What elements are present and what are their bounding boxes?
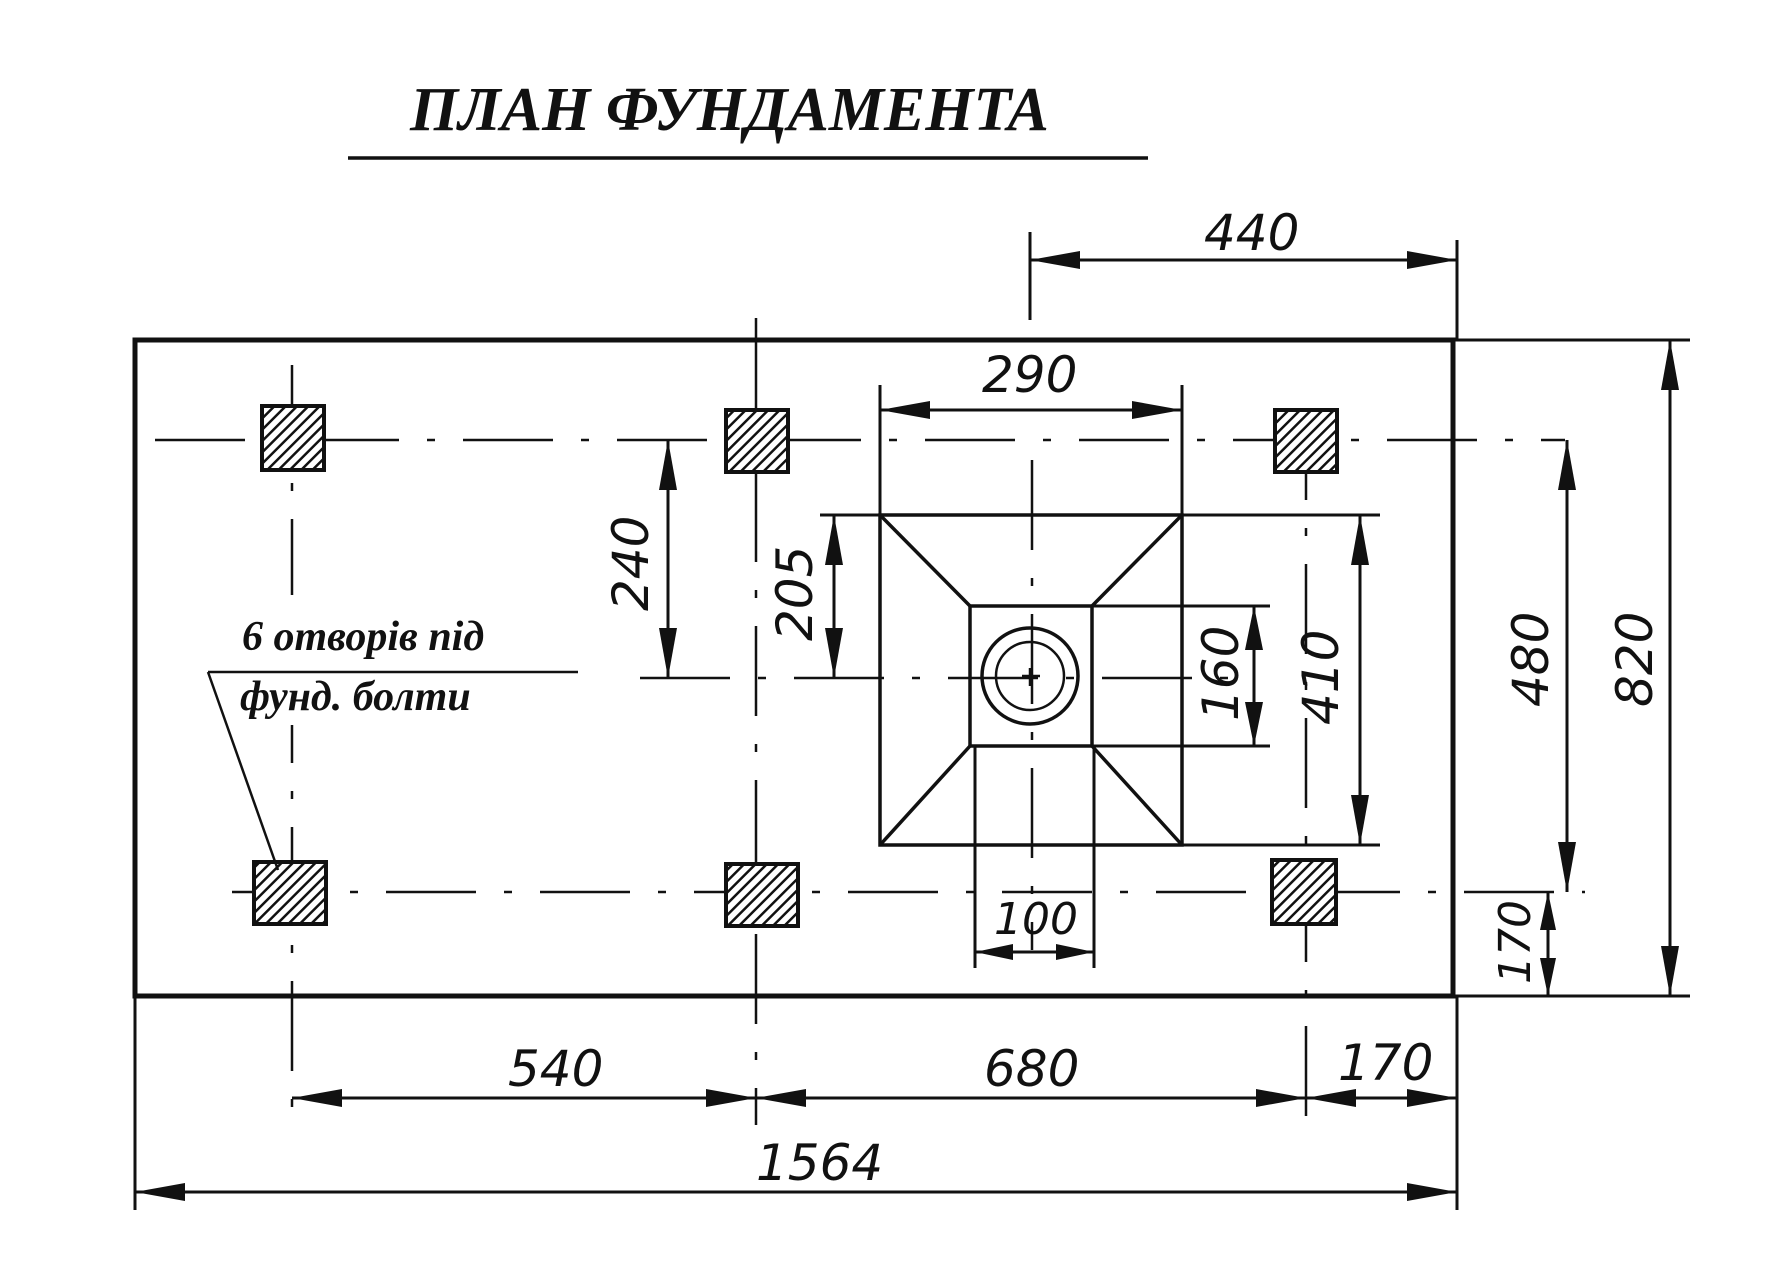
dim-290: 290 <box>878 346 1184 515</box>
dim-205: 205 <box>766 513 880 678</box>
pit-pipe-inner <box>994 640 1066 712</box>
arrowhead <box>975 944 1013 960</box>
dim-label: 160 <box>1192 626 1250 721</box>
arrowhead <box>825 628 843 678</box>
dim-label: 170 <box>1490 900 1541 984</box>
bolt-hole <box>1270 858 1338 926</box>
dim-160: 160 <box>1092 604 1270 748</box>
arrowhead <box>1132 401 1182 419</box>
arrowhead <box>825 515 843 565</box>
arrowhead <box>1351 515 1369 565</box>
arrowhead <box>1306 1089 1356 1107</box>
bolt-hole <box>724 408 790 474</box>
dim-480: 480 <box>1502 440 1576 892</box>
bolt-hole <box>252 860 328 926</box>
bolt-note: 6 отворів під фунд. болти <box>206 595 590 871</box>
dim-820: 820 <box>1453 338 1690 998</box>
dim-1564: 1564 <box>133 996 1457 1210</box>
arrowhead <box>1558 842 1576 892</box>
arrowhead <box>1030 251 1080 269</box>
dim-label: 1564 <box>756 1134 883 1192</box>
arrowhead <box>1256 1089 1306 1107</box>
dim-label: 680 <box>984 1040 1079 1098</box>
pit-edge <box>878 513 972 608</box>
foundation-outline <box>132 337 1456 999</box>
dim-label: 440 <box>1204 204 1299 262</box>
arrowhead <box>1407 251 1457 269</box>
note-line-1: 6 отворів під <box>242 614 484 660</box>
pit-edge <box>878 744 972 847</box>
dim-label: 480 <box>1502 612 1560 707</box>
arrowhead <box>292 1089 342 1107</box>
arrowhead <box>1351 795 1369 845</box>
pit-edge <box>1090 513 1184 608</box>
pit-pipe-outer <box>980 626 1080 726</box>
arrowhead <box>1540 892 1556 930</box>
arrowhead <box>1661 946 1679 996</box>
dim-label: 240 <box>602 516 660 611</box>
dim-100: 100 <box>973 746 1096 968</box>
pit-inner <box>968 604 1094 748</box>
arrowhead <box>1407 1089 1457 1107</box>
arrowhead <box>1540 958 1556 996</box>
dim-label: 100 <box>994 894 1078 945</box>
arrowhead <box>706 1089 756 1107</box>
arrowhead <box>1245 606 1263 650</box>
arrowhead <box>659 628 677 678</box>
bolt-hole <box>1273 408 1339 474</box>
bolt-hole <box>260 404 326 472</box>
arrowhead <box>135 1183 185 1201</box>
drawing-title: ПЛАН ФУНДАМЕНТА <box>409 76 1049 144</box>
arrowhead <box>1661 340 1679 390</box>
dim-chain-bottom: 540 680 170 <box>292 996 1459 1210</box>
note-line-2: фунд. болти <box>240 674 471 720</box>
anchor-pit <box>878 513 1184 847</box>
dim-label: 540 <box>508 1040 603 1098</box>
pit-outer <box>878 513 1184 847</box>
dim-170-vertical: 170 <box>1490 892 1556 996</box>
arrowhead <box>1056 944 1094 960</box>
arrowhead <box>1558 440 1576 490</box>
dim-label: 820 <box>1606 612 1664 707</box>
note-leader <box>206 671 280 871</box>
dim-label: 410 <box>1292 630 1350 725</box>
dim-240: 240 <box>602 440 677 678</box>
bolt-holes <box>252 404 1339 928</box>
arrowhead <box>756 1089 806 1107</box>
bolt-hole <box>724 862 800 928</box>
dim-label: 170 <box>1338 1034 1433 1092</box>
arrowhead <box>659 440 677 490</box>
pit-edge <box>1090 744 1184 847</box>
dim-410: 410 <box>1182 513 1380 847</box>
arrowhead <box>880 401 930 419</box>
note-background <box>230 595 590 725</box>
dim-440: 440 <box>1028 204 1459 340</box>
dim-label: 290 <box>982 346 1077 404</box>
dim-label: 205 <box>766 546 824 641</box>
arrowhead <box>1245 702 1263 746</box>
arrowhead <box>1407 1183 1457 1201</box>
